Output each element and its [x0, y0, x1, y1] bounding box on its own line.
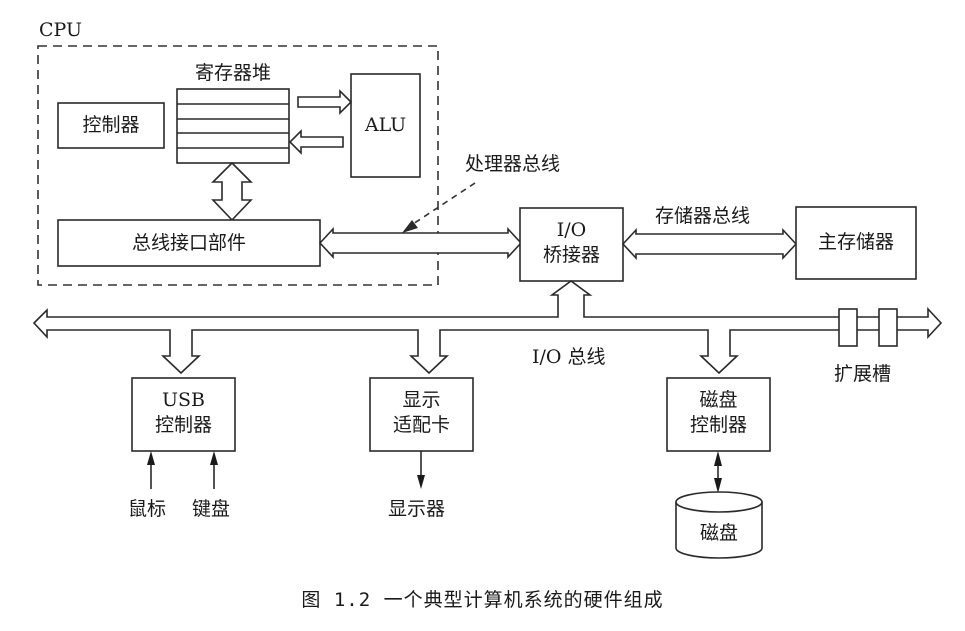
- register-file-label: 寄存器堆: [194, 62, 271, 84]
- io-bridge-label-line1: I/O: [556, 219, 587, 241]
- memory-bus: [621, 227, 798, 261]
- cpu-boundary: [37, 45, 439, 286]
- disk-controller-line1: 磁盘: [699, 389, 738, 411]
- processor-bus-label: 处理器总线: [465, 153, 561, 175]
- disk-controller-line2: 控制器: [689, 414, 747, 436]
- expansion-slot-2: [878, 308, 898, 347]
- usb-controller-line1: USB: [162, 389, 205, 411]
- cpu-label: CPU: [39, 19, 83, 41]
- graphics-adapter-line1: 显示: [402, 389, 441, 411]
- monitor-label: 显示器: [388, 498, 446, 520]
- processor-bus-leader: [409, 182, 476, 227]
- bus-interface-box: [57, 219, 321, 267]
- keyboard-label: 键盘: [192, 498, 231, 520]
- disk-arrowhead-up: [714, 451, 722, 466]
- memory-bus-label: 存储器总线: [655, 205, 751, 227]
- disk-cylinder: [675, 491, 763, 559]
- expansion-slots-label: 扩展槽: [834, 363, 892, 385]
- main-memory-box: [795, 206, 917, 280]
- mouse-arrowhead: [147, 451, 155, 465]
- alu-box: [350, 73, 421, 178]
- disk-label: 磁盘: [699, 522, 738, 544]
- controller-label: 控制器: [82, 114, 140, 136]
- register-file: [176, 88, 290, 164]
- figure-caption: 图 1.2 一个典型计算机系统的硬件组成: [301, 589, 664, 611]
- disk-arrowhead-down: [714, 478, 722, 493]
- expansion-slot-1: [838, 308, 858, 347]
- alu-label: ALU: [364, 114, 407, 136]
- disk-controller-box: [666, 377, 771, 452]
- processor-bus: [318, 226, 523, 260]
- arrow-reg-to-alu: [297, 89, 353, 115]
- controller-box: [57, 102, 165, 149]
- arrow-alu-to-reg: [288, 129, 344, 155]
- monitor-arrowhead: [417, 475, 425, 489]
- main-memory-label: 主存储器: [817, 231, 894, 253]
- io-bridge-label-line2: 桥接器: [542, 244, 600, 266]
- io-bus: [32, 280, 943, 375]
- graphics-adapter-line2: 适配卡: [392, 414, 450, 436]
- graphics-adapter-box: [369, 377, 474, 452]
- mouse-label: 鼠标: [128, 498, 167, 520]
- arrow-reg-to-bus-interface: [211, 161, 253, 222]
- io-bus-label: I/O 总线: [532, 346, 606, 368]
- usb-controller-box: [131, 377, 236, 452]
- processor-bus-leader-arrowhead: [402, 220, 418, 233]
- bus-interface-label: 总线接口部件: [131, 232, 246, 254]
- usb-controller-line2: 控制器: [154, 414, 212, 436]
- keyboard-arrowhead: [210, 451, 218, 465]
